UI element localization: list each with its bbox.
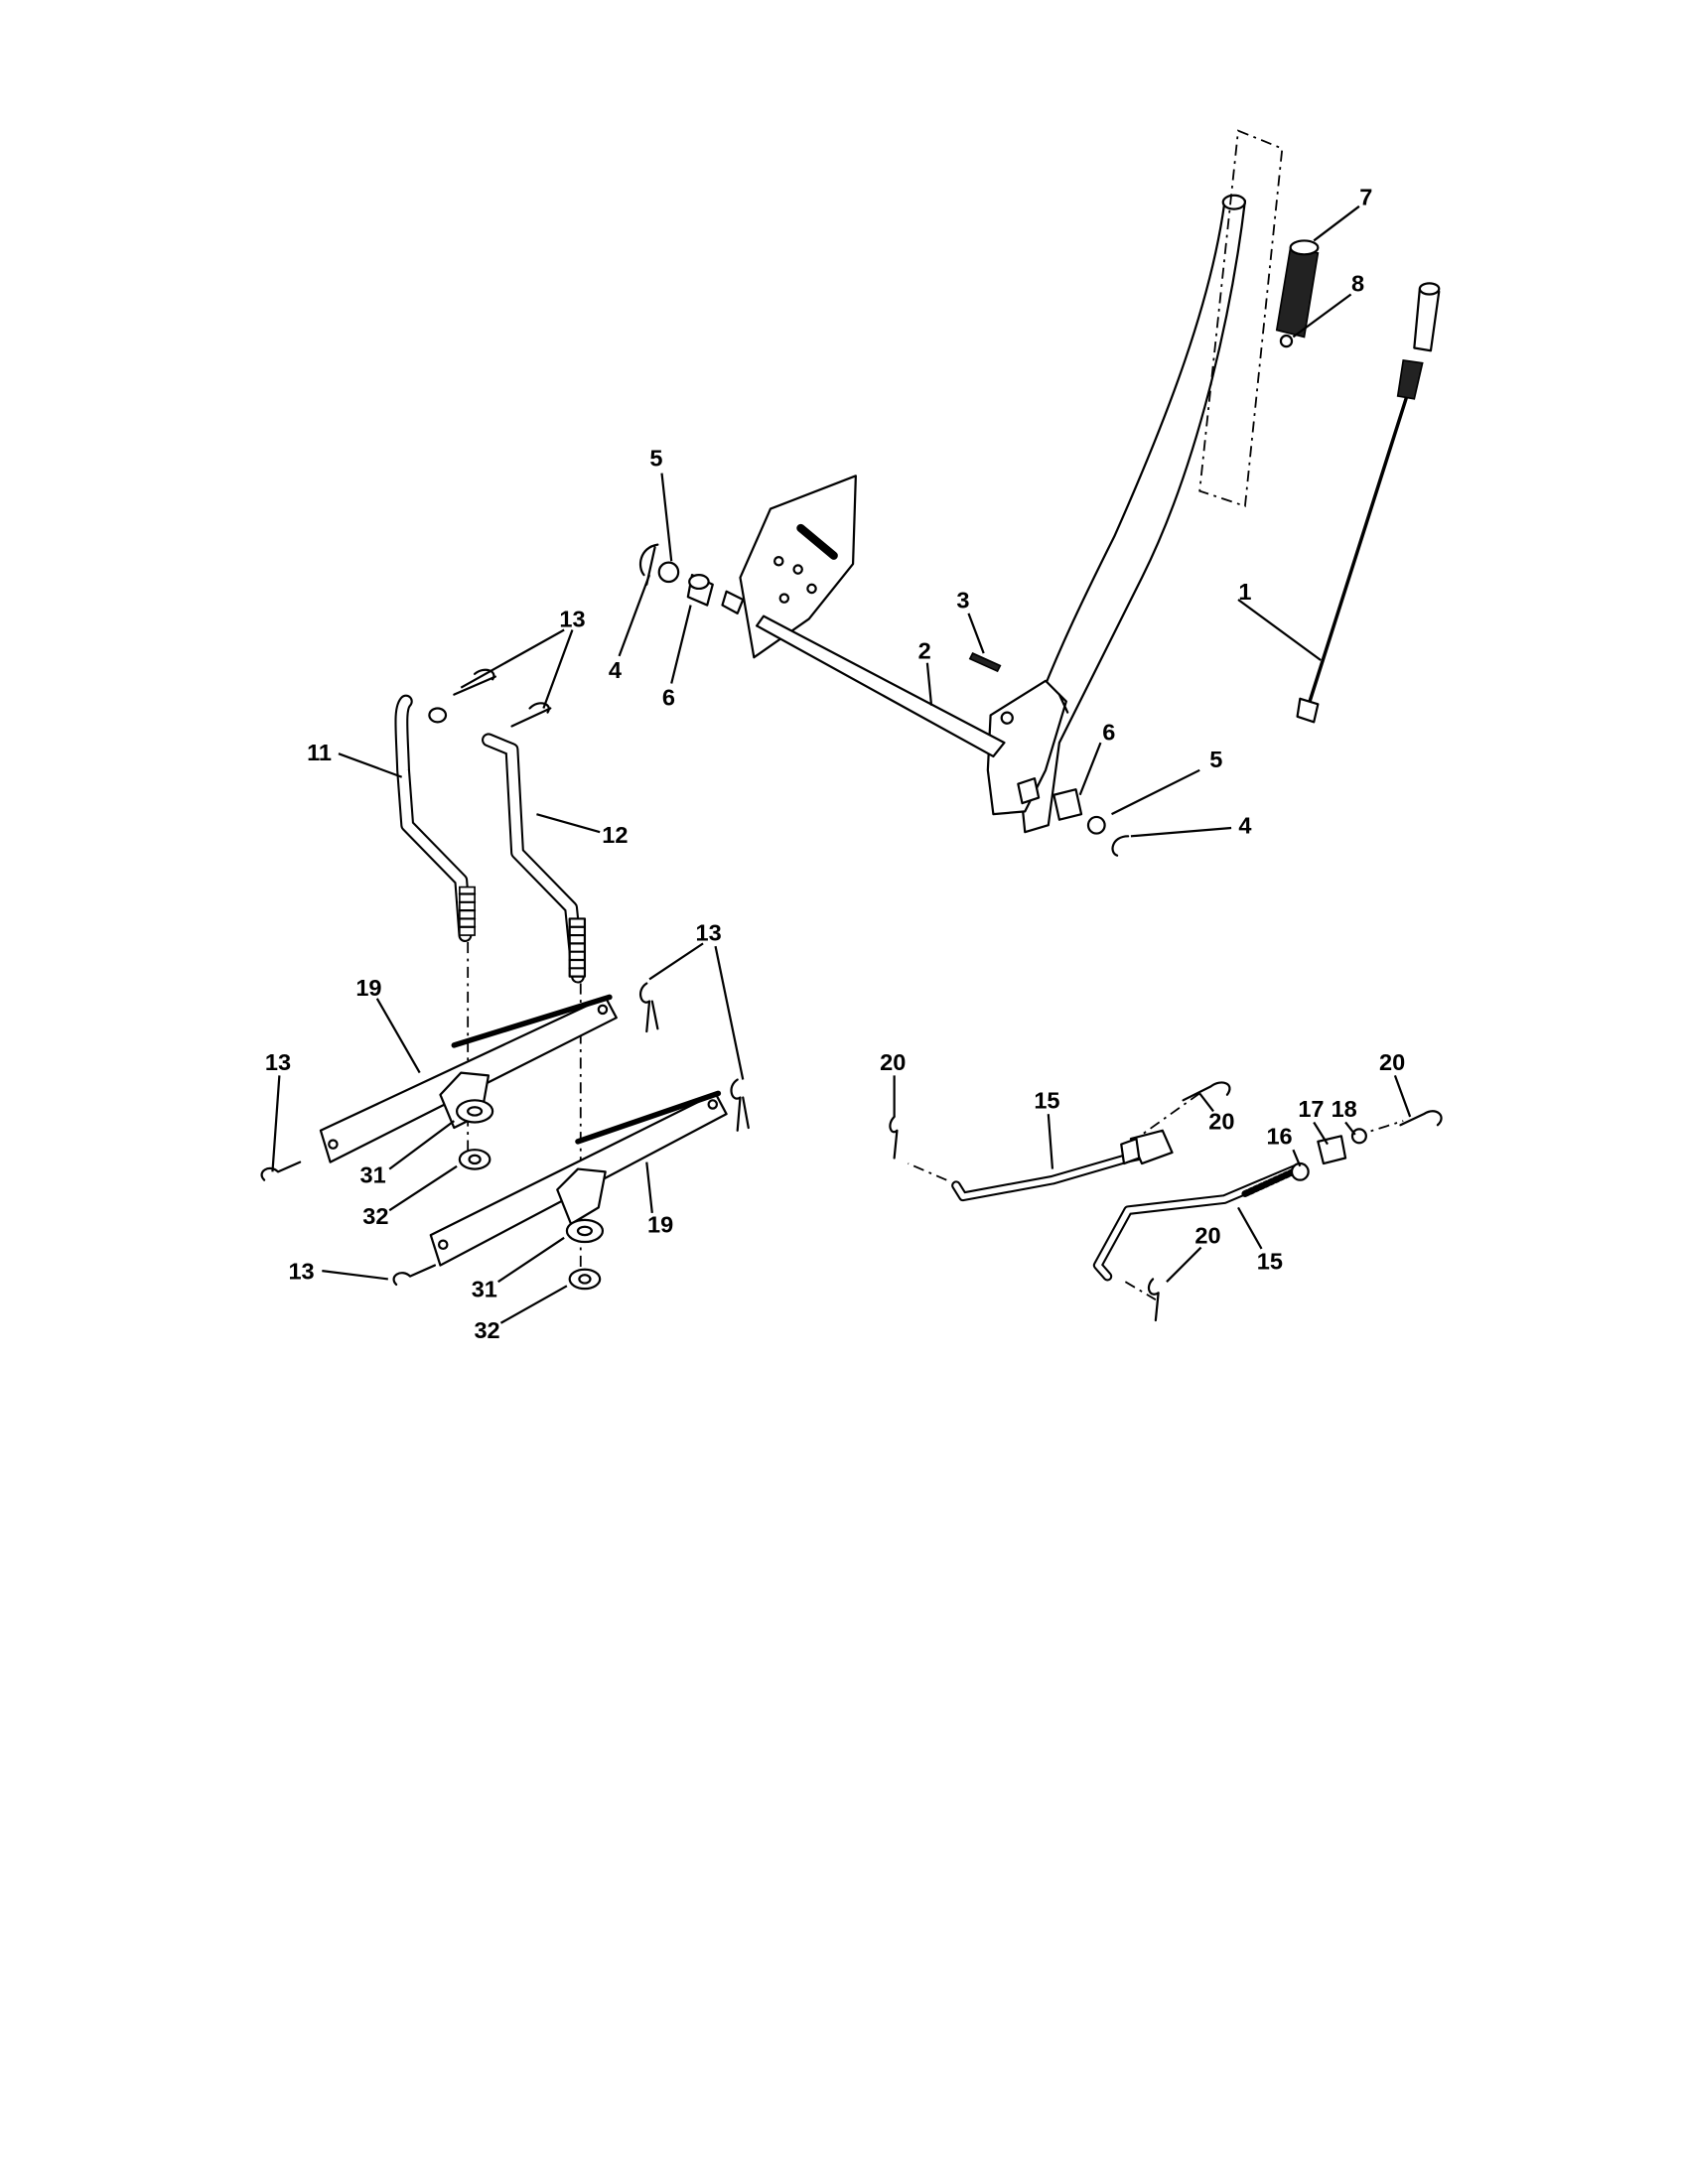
handle-grip-outline [1198,129,1284,508]
callout-32: 32 [362,1203,388,1229]
callout-32: 32 [474,1317,499,1343]
adjustment-rod-upper [951,1129,1174,1202]
callout-13: 13 [696,920,722,946]
cable-rod [1296,282,1441,724]
callout-31: 31 [472,1276,497,1301]
right-bushing-set [1017,777,1130,857]
callout-15: 15 [1034,1088,1059,1114]
callout-17: 17 [1298,1096,1324,1122]
callout-20: 20 [1379,1049,1405,1075]
lift-arm-lower [429,1090,728,1267]
roll-pin [968,651,1002,673]
callout-4: 4 [1238,813,1251,839]
centerline [467,941,1404,1300]
callout-1: 1 [1238,579,1251,605]
callout-5: 5 [1209,747,1222,772]
cross-shaft [755,614,1006,758]
lift-link-12 [482,733,587,984]
callout-13: 13 [288,1258,314,1284]
callout-19: 19 [355,975,381,1001]
callout-31: 31 [359,1161,385,1187]
callout-5: 5 [649,446,662,472]
callout-12: 12 [602,822,628,848]
callout-20: 20 [1194,1222,1220,1248]
callout-labels: 7 8 5 1 3 2 4 6 13 11 12 6 5 4 13 19 13 … [265,184,1405,1343]
callout-19: 19 [647,1211,673,1237]
adjustment-rod-lower [1092,1163,1302,1282]
callout-20: 20 [880,1049,906,1075]
callout-11: 11 [307,740,332,765]
nuts-washers [455,1099,605,1291]
callout-16: 16 [1266,1124,1292,1150]
callout-3: 3 [956,587,969,613]
ferrule-set [889,1081,1443,1322]
left-bushing-set [638,543,745,614]
lift-lever [986,194,1247,834]
callout-7: 7 [1359,184,1372,209]
callout-8: 8 [1351,271,1364,297]
lift-link-11 [394,694,477,942]
hairpin-clips-top [260,668,750,1287]
callout-2: 2 [918,638,931,664]
mounting-plate [739,475,857,659]
spring-grip [1275,239,1320,348]
callout-6: 6 [1102,719,1115,745]
callout-13: 13 [559,607,585,632]
callout-18: 18 [1332,1096,1357,1122]
callout-6: 6 [662,685,675,711]
callout-20: 20 [1208,1108,1234,1134]
callout-13: 13 [265,1049,291,1075]
callout-4: 4 [609,657,622,683]
callout-15: 15 [1257,1249,1283,1275]
leader-lines [271,205,1412,1324]
